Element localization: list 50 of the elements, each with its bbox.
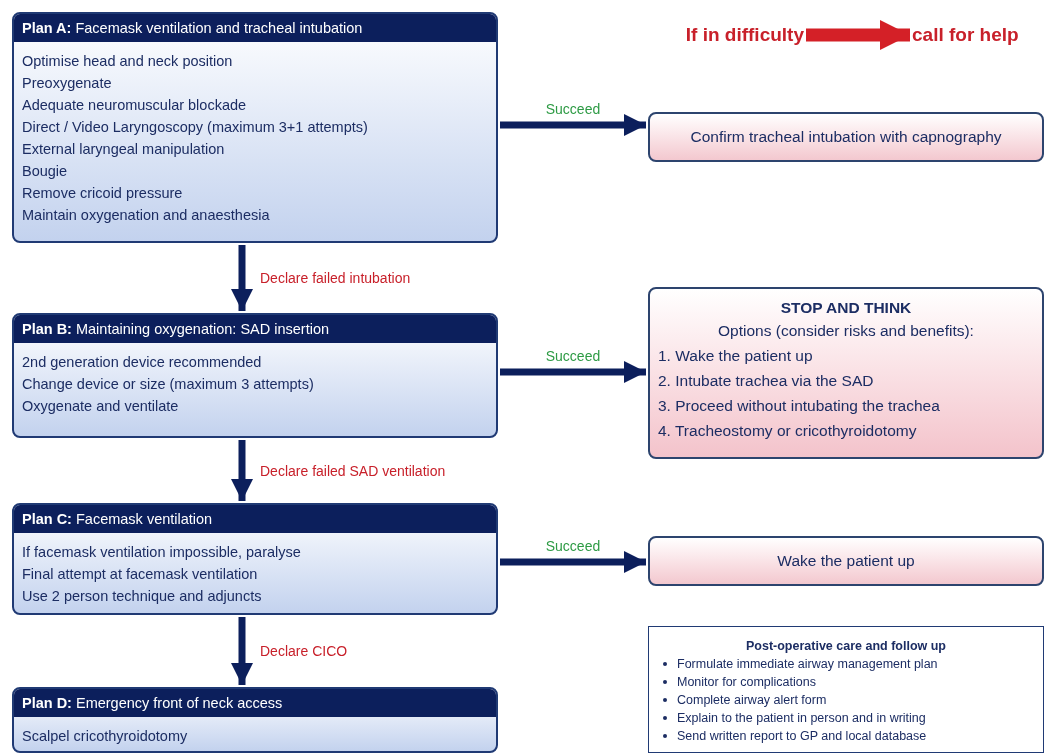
step-text: Optimise head and neck position: [22, 52, 234, 72]
bullet-text: Send written report to GP and local database: [677, 728, 927, 745]
plan-box: [12, 687, 498, 753]
bullet-text: Formulate immediate airway management plan: [677, 656, 938, 673]
step-text: Final attempt at facemask ventilation: [22, 565, 259, 585]
follow-up-box: [648, 626, 1044, 753]
box-heading: STOP AND THINK: [779, 298, 913, 318]
step-text: If facemask ventilation impossible, paralyse: [22, 543, 302, 563]
plan-box: [12, 12, 498, 243]
callout-text: call for help: [912, 20, 1044, 50]
arrow: [231, 617, 253, 685]
plan-header: Plan C: Facemask ventilation: [14, 505, 496, 534]
bullet-text: Complete airway alert form: [677, 692, 827, 709]
plan-header: Plan D: Emergency front of neck access: [14, 689, 496, 718]
arrow: [231, 440, 253, 501]
bullet-text: Monitor for complications: [677, 674, 816, 691]
option-text: 2. Intubate trachea via the SAD: [658, 371, 875, 391]
options-intro: Options (consider risks and benefits):: [717, 321, 975, 341]
option-text: 4. Tracheostomy or cricothyroidotomy: [658, 421, 918, 441]
option-text: 1. Wake the patient up: [658, 346, 814, 366]
step-text: 2nd generation device recommended: [22, 353, 263, 373]
step-text: Bougie: [22, 162, 69, 182]
arrow: [500, 361, 646, 383]
arrow: [500, 551, 646, 573]
step-text: Change device or size (maximum 3 attempts): [22, 375, 315, 395]
step-text: Remove cricoid pressure: [22, 184, 184, 204]
arrow: [806, 20, 910, 50]
plan-box: [12, 313, 498, 438]
arrow: [231, 245, 253, 311]
outcome-text: Wake the patient up: [777, 551, 915, 572]
box-heading: Post-operative care and follow up: [744, 638, 947, 655]
step-text: Use 2 person technique and adjuncts: [22, 587, 263, 607]
plan-header: Plan A: Facemask ventilation and tracheal intubation: [14, 14, 496, 43]
callout-text: If in difficulty: [640, 20, 804, 50]
outcome-box: [648, 536, 1044, 586]
plan-box: [12, 503, 498, 615]
option-text: 3. Proceed without intubating the trachea: [658, 396, 941, 416]
step-text: External laryngeal manipulation: [22, 140, 226, 160]
options-box: [648, 287, 1044, 459]
bullet-text: Explain to the patient in person and in writing: [677, 710, 926, 727]
step-text: Maintain oxygenation and anaesthesia: [22, 206, 271, 226]
step-text: Oxygenate and ventilate: [22, 397, 180, 417]
step-text: Preoxygenate: [22, 74, 113, 94]
arrow: [500, 114, 646, 136]
outcome-text: Confirm tracheal intubation with capnography: [690, 127, 1002, 148]
plan-header: Plan B: Maintaining oxygenation: SAD insertion: [14, 315, 496, 344]
outcome-box: [648, 112, 1044, 162]
step-text: Direct / Video Laryngoscopy (maximum 3+1 attempts): [22, 118, 369, 138]
step-text: Scalpel cricothyroidotomy: [22, 727, 189, 747]
step-text: Adequate neuromuscular blockade: [22, 96, 248, 116]
